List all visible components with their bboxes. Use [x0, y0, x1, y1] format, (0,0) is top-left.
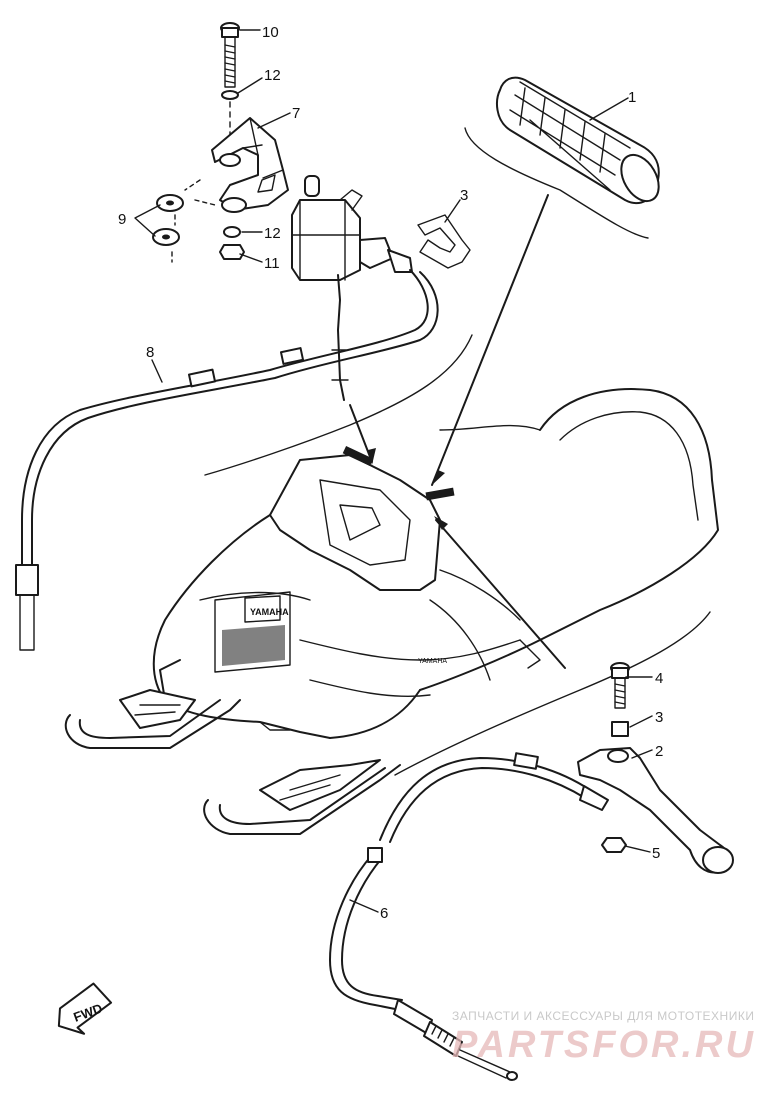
watermark-tagline: ЗАПЧАСТИ И АКСЕССУАРЫ ДЛЯ МОТОТЕХНИКИ	[452, 1009, 755, 1023]
callout-4: 4	[655, 670, 663, 687]
throttle-cable-part-8	[15, 269, 439, 651]
washer-part-9	[152, 194, 184, 263]
grip-part-1	[496, 76, 660, 205]
callout-numbers: 10 12 7 9 12 11 3 1 8 4 3 2 5 6	[118, 24, 663, 922]
bolt-part-10	[220, 22, 240, 88]
bolt-part-4	[610, 662, 630, 709]
snowmobile-body: YAMAHA YAMAHA	[152, 388, 719, 739]
nut-part-11	[219, 244, 245, 260]
callout-10: 10	[262, 24, 279, 41]
ski-left	[64, 689, 241, 749]
brake-lever-part-2	[577, 747, 734, 874]
callout-11: 11	[264, 255, 280, 272]
callout-8: 8	[146, 344, 154, 361]
hood-badge-text: YAMAHA	[250, 607, 289, 617]
callout-9: 9	[118, 211, 126, 228]
collar-part-3	[611, 721, 629, 737]
ski-right	[203, 759, 401, 835]
throttle-housing	[291, 175, 413, 401]
bracket-part-7	[211, 117, 289, 213]
clip-part-13	[417, 214, 471, 269]
callout-2: 2	[655, 743, 663, 760]
callout-1: 1	[628, 89, 636, 106]
fwd-arrow: FWD	[57, 982, 113, 1035]
callout-13: 3	[460, 187, 468, 204]
brake-cable-part-6	[329, 752, 609, 1081]
washer-part-12-lower	[223, 226, 241, 238]
spring-near-windshield	[342, 446, 455, 501]
callout-leaders	[134, 29, 653, 913]
nut-part-5	[601, 837, 627, 853]
callout-7: 7	[292, 105, 300, 122]
hood-panel: YAMAHA	[214, 591, 291, 673]
callout-12-lower: 12	[264, 225, 281, 242]
callout-12-top: 12	[264, 67, 281, 84]
side-badge-text: YAMAHA	[418, 658, 447, 665]
callout-5: 5	[652, 845, 660, 862]
callout-3: 3	[655, 709, 663, 726]
bracket-assembly	[152, 22, 289, 263]
callout-6: 6	[380, 905, 388, 922]
watermark-logo: PARTSFOR.RU	[452, 1024, 756, 1066]
washer-part-12-top	[221, 90, 239, 100]
